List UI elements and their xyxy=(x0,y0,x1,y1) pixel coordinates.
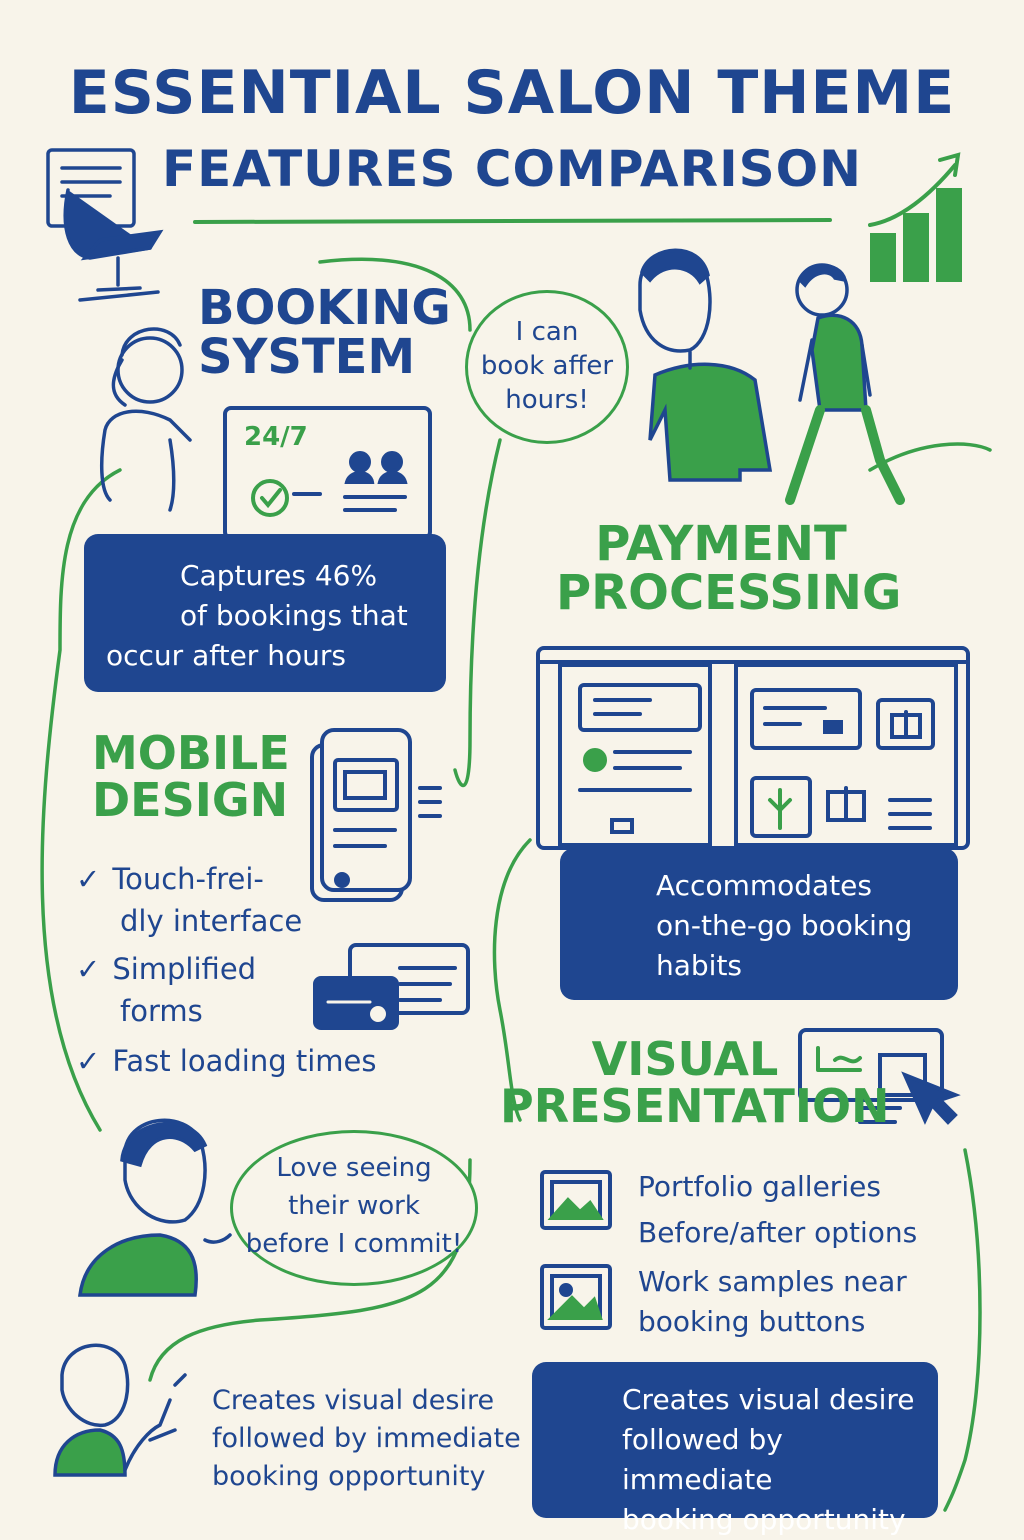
connector-line-walk xyxy=(868,442,992,472)
woman-illustration xyxy=(99,327,192,512)
title-underline xyxy=(193,218,832,224)
payment-cards-icon xyxy=(313,943,470,1030)
mobile-feature-line: Simplified xyxy=(112,952,257,986)
connector-line-middle xyxy=(453,438,502,788)
mobile-feature-item: ✓ Fast loading times xyxy=(76,1040,376,1082)
booking-heading-line1: BOOKING xyxy=(198,280,451,336)
screen-label-24-7: 24/7 xyxy=(244,422,308,452)
connector-line-right xyxy=(492,838,532,1122)
visual-box-line2: followed by immediate xyxy=(622,1423,783,1496)
visual-info-box: Creates visual desire followed by immedi… xyxy=(532,1362,938,1536)
payment-box-line3: habits xyxy=(656,949,743,982)
checkmark-icon: ✓ xyxy=(76,952,101,986)
mobile-feature-line: forms xyxy=(120,994,203,1028)
payment-box-line2: on-the-go booking xyxy=(656,909,913,942)
speech-bubble-visual: Love seeing their work before I commit! xyxy=(230,1130,478,1286)
visual-feature-item: Work samples near xyxy=(638,1265,907,1298)
gallery-image-icon-1 xyxy=(540,1170,612,1230)
growth-chart-icon xyxy=(868,152,962,282)
bottom-note-line1: Creates visual desire xyxy=(212,1385,495,1416)
booking-heading-line2: SYSTEM xyxy=(198,328,416,385)
bubble-booking-line1: I can xyxy=(515,317,579,347)
mobile-feature-list: ✓ Touch-frei- dly interface ✓ Simplified f… xyxy=(76,858,376,1082)
bubble-booking-line3: hours! xyxy=(505,385,589,415)
connector-line-far-right xyxy=(943,1148,982,1512)
visual-feature-list: Portfolio galleries Before/after options… xyxy=(638,1164,917,1342)
bottom-note-line3: booking opportunity xyxy=(212,1461,486,1492)
mobile-heading: MOBILE DESIGN xyxy=(92,730,290,824)
mobile-feature-item: ✓ Simplified forms xyxy=(76,948,336,1032)
bubble-visual-line2: their work xyxy=(288,1191,420,1221)
bubble-visual-line1: Love seeing xyxy=(276,1153,432,1183)
man-illustration-bottom xyxy=(78,1118,232,1297)
payment-heading: PAYMENT PROCESSING xyxy=(556,516,902,621)
visual-box-line1: Creates visual desire xyxy=(622,1383,915,1416)
checkmark-icon: ✓ xyxy=(76,862,101,896)
connector-line-left xyxy=(40,257,472,1132)
man-with-phone-illustration xyxy=(53,1343,187,1477)
visual-feature-item: booking buttons xyxy=(638,1305,866,1338)
mobile-heading-line1: MOBILE xyxy=(92,726,290,780)
page-title-line2: FEATURES COMPARISON xyxy=(161,140,863,198)
cursor-screen-icon xyxy=(798,1028,961,1125)
bubble-booking-line2: book affer xyxy=(480,351,614,381)
payment-heading-line1: PAYMENT xyxy=(595,516,847,572)
booking-stat-box: Captures 46% of bookings that occur afte… xyxy=(84,534,446,692)
bottom-note: Creates visual desire followed by immedi… xyxy=(212,1382,521,1496)
payment-info-box: Accommodates on-the-go booking habits xyxy=(560,848,958,1000)
gallery-image-icon-2 xyxy=(540,1264,612,1330)
booking-heading: BOOKING SYSTEM xyxy=(198,284,451,382)
smartphone-icon xyxy=(310,728,442,902)
visual-feature-item: Portfolio galleries xyxy=(638,1170,881,1203)
page-title-line1: ESSENTIAL SALON THEME xyxy=(68,58,956,128)
checkmark-icon: ✓ xyxy=(76,1044,101,1078)
booking-stat-line1: Captures 46% xyxy=(180,559,378,592)
bottom-note-line2: followed by immediate xyxy=(212,1423,521,1454)
visual-heading: VISUAL PRESENTATION xyxy=(500,1032,890,1133)
payment-heading-line2: PROCESSING xyxy=(556,564,902,621)
visual-heading-line2: PRESENTATION xyxy=(500,1078,890,1133)
visual-heading-line1: VISUAL xyxy=(591,1032,779,1086)
mobile-heading-line2: DESIGN xyxy=(92,772,289,827)
booking-stat-line3: occur after hours xyxy=(106,639,346,672)
mobile-feature-line: dly interface xyxy=(120,904,303,938)
mobile-feature-item: ✓ Touch-frei- dly interface xyxy=(76,858,336,942)
mobile-feature-line: Fast loading times xyxy=(112,1044,377,1078)
mobile-feature-line: Touch-frei- xyxy=(112,862,264,896)
bubble-visual-line3: before I commit! xyxy=(245,1229,463,1259)
visual-box-line3: booking opportunity xyxy=(622,1503,906,1536)
payment-box-line1: Accommodates xyxy=(656,869,872,902)
salon-chair-icon xyxy=(46,148,164,302)
booking-screen-icon xyxy=(223,406,432,540)
payment-screen-icon xyxy=(536,646,970,850)
speech-bubble-booking: I can book affer hours! xyxy=(465,290,629,444)
visual-feature-item: Before/after options xyxy=(638,1216,918,1249)
man-illustration-top xyxy=(638,248,773,482)
booking-stat-line2: of bookings that xyxy=(180,599,408,632)
walking-man-illustration xyxy=(785,263,905,505)
